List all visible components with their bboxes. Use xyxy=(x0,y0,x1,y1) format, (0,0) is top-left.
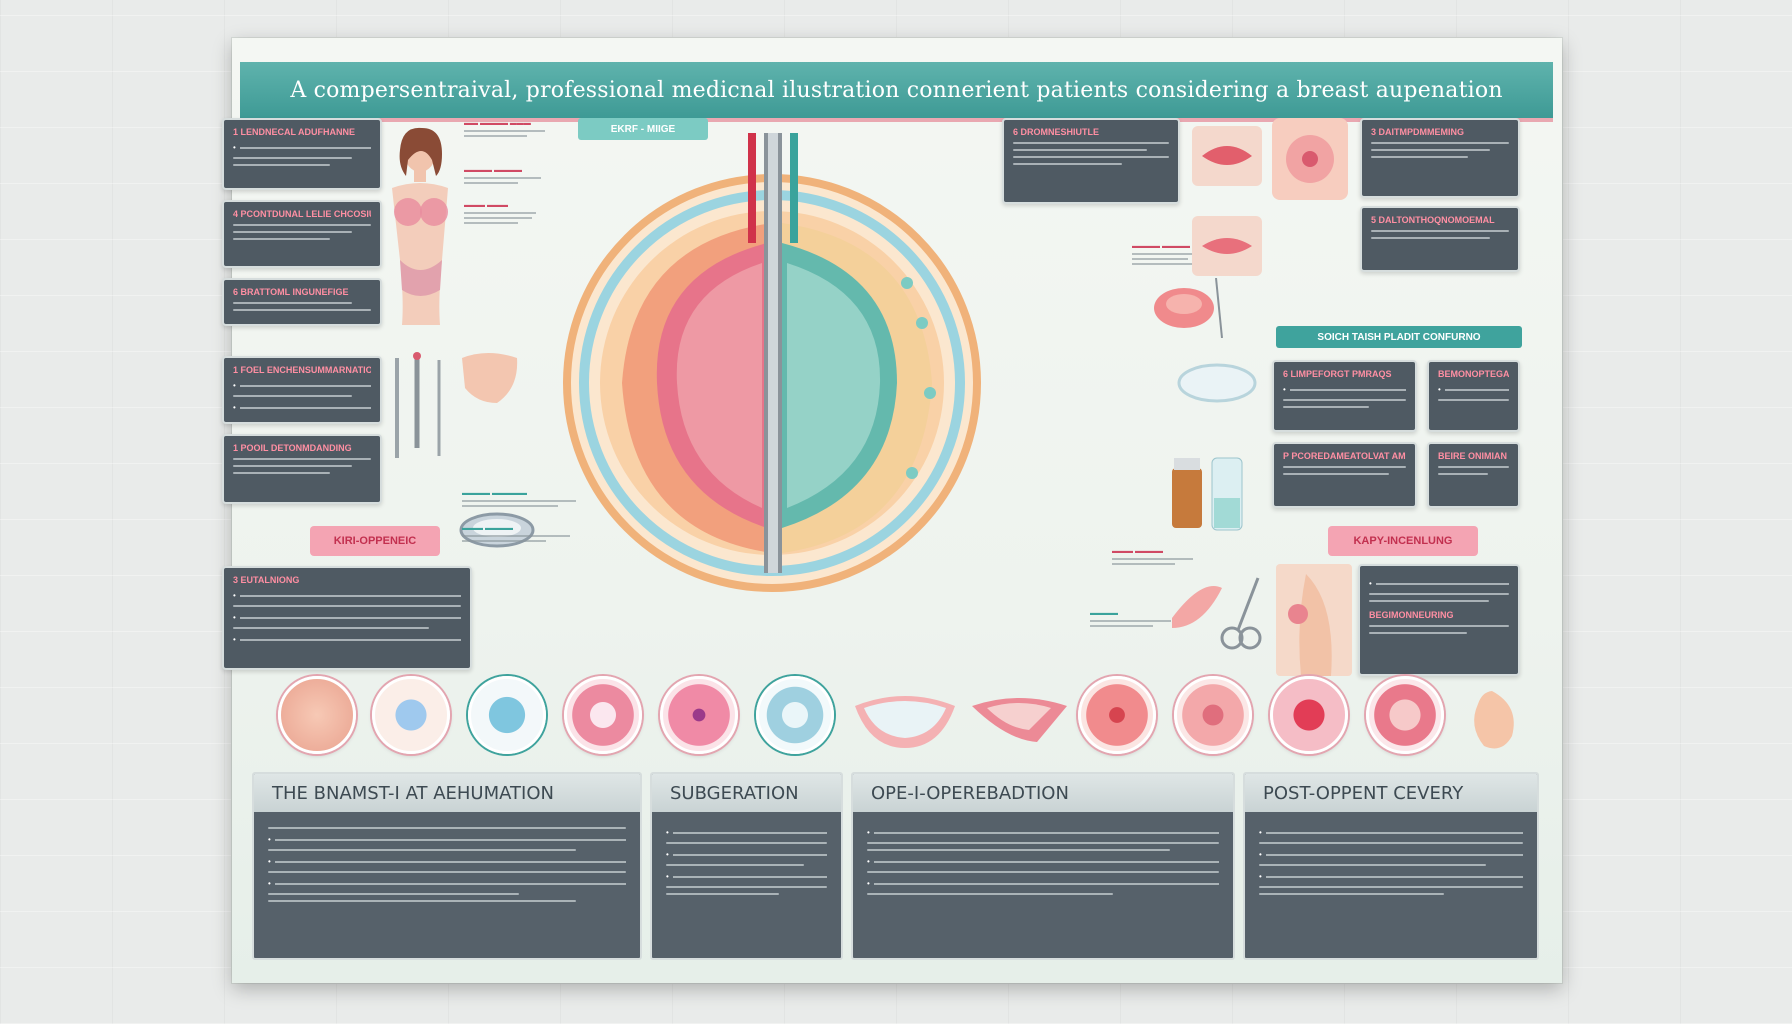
bottom-section-2: SUBGERATION xyxy=(650,772,843,960)
implant-profile-icon xyxy=(972,698,1067,742)
bottom-section-1: THE BNAMST-I AT AEHUMATION xyxy=(252,772,642,960)
right-grid-panel-1: 6 LIMPEFORGT PMRAQS xyxy=(1272,360,1417,432)
bottom-section-heading: OPE-I-OPEREBADTION xyxy=(853,774,1233,812)
ear-shaped-tissue-icon xyxy=(1474,691,1514,749)
eutalning-panel: 3 EUTALNIONG xyxy=(222,566,472,670)
right-bottom-heading: BEGIMONNEURING xyxy=(1369,610,1454,620)
left-panel-2: 4 PCONTDUNAL LELIE CHCOSIUSTE xyxy=(222,200,382,268)
right-grid-heading: BEMONOPTEGALA xyxy=(1438,369,1509,379)
left-panel-heading: 1 LENDNECAL ADUFHANNE xyxy=(233,127,356,137)
right-grid-panel-2: BEMONOPTEGALA xyxy=(1427,360,1520,432)
flower-cell-icon xyxy=(660,676,738,754)
right-top-heading: 3 DAITMPDMMEMING xyxy=(1371,127,1464,137)
bottom-section-heading: POST-OPPENT CEVERY xyxy=(1245,774,1537,812)
right-grid-heading: P PCOREDAMEATOLVAT AM xyxy=(1283,451,1406,461)
left-panel-5: 1 POOIL DETONMDANDING xyxy=(222,434,382,504)
right-top-heading: 5 DALTONTHOQNOMOEMAL xyxy=(1371,215,1495,225)
right-grid-heading: 6 LIMPEFORGT PMRAQS xyxy=(1283,369,1392,379)
lips-closeup-icon xyxy=(1192,216,1262,276)
tissue-red-circle-icon xyxy=(1078,676,1156,754)
cell-circle-icon xyxy=(564,676,642,754)
female-torso-illustration xyxy=(392,127,448,325)
tissue-circle-icon xyxy=(278,676,356,754)
torso-profile-icon xyxy=(1276,564,1352,676)
left-panel-3: 6 BRATTOML INGUNEFIGE xyxy=(222,278,382,326)
label-block-right-2: ▬▬▬ ▬▬▬▬ xyxy=(1112,548,1202,565)
implant-stack-icon xyxy=(468,676,546,754)
left-panel-heading: 6 BRATTOML INGUNEFIGE xyxy=(233,287,349,297)
lips-closeup-icon xyxy=(1192,126,1262,186)
implant-disc-icon xyxy=(459,512,535,548)
left-panel-heading: 1 POOIL DETONMDANDING xyxy=(233,443,352,453)
right-grid-heading: BEIRE ONIMIAN xyxy=(1438,451,1508,461)
tissue-sample-icon xyxy=(1154,278,1223,338)
right-top-panel-3: 5 DALTONTHOQNOMOEMAL xyxy=(1360,206,1520,272)
eutalning-heading: 3 EUTALNIONG xyxy=(233,575,300,585)
left-panel-heading: 4 PCONTDUNAL LELIE CHCOSIUSTE xyxy=(233,209,371,219)
center-label: EKRF - MIIGE xyxy=(578,118,708,140)
implant-top-icon xyxy=(756,676,834,754)
right-top-heading: 6 DROMNESHIUTLE xyxy=(1013,127,1100,137)
post-pill: KAPY-INCENLUNG xyxy=(1328,526,1478,556)
pre-op-pill: KIRI-OPPENEIC xyxy=(310,526,440,556)
label-block-right-1: ▬▬▬▬ ▬▬▬▬ xyxy=(1132,243,1212,265)
bottom-section-heading: SUBGERATION xyxy=(652,774,841,812)
forceps-tool-icon xyxy=(1172,577,1262,650)
label-block-right-3: ▬▬▬▬ xyxy=(1090,610,1180,627)
red-tissue-circle-icon xyxy=(1270,676,1348,754)
left-panel-heading: 1 FOEL ENCHENSUMMARNATION xyxy=(233,365,371,375)
label-block-left-2: ▬▬▬▬ ▬▬▬▬▬ ▬▬▬ ▬▬▬▬ xyxy=(462,490,582,542)
right-subtitle: SOICH TAISH PLADIT CONFURNO xyxy=(1276,326,1522,348)
bottom-section-heading: THE BNAMST-I AT AEHUMATION xyxy=(254,774,640,812)
label-block-left-1: ▬▬ ▬▬▬▬ ▬▬▬ ▬▬▬▬ ▬▬▬▬ ▬▬▬ ▬▬▬ xyxy=(464,120,554,224)
poster-title: A compersentraival, professional medicna… xyxy=(240,62,1553,122)
right-grid-panel-3: P PCOREDAMEATOLVAT AM xyxy=(1272,442,1417,508)
bottom-section-3: OPE-I-OPEREBADTION xyxy=(851,772,1235,960)
heart-implant-icon xyxy=(372,676,450,754)
left-panel-1: 1 LENDNECAL ADUFHANNE xyxy=(222,118,382,190)
implant-side-view-icon xyxy=(855,696,955,748)
implant-shell-icon xyxy=(1177,363,1257,403)
surgical-tools-icon xyxy=(395,352,441,458)
radial-tissue-icon xyxy=(1366,676,1444,754)
bottom-section-4: POST-OPPENT CEVERY xyxy=(1243,772,1539,960)
breast-closeup-icon xyxy=(1272,118,1348,200)
medication-vials-icon xyxy=(1172,457,1243,531)
right-grid-panel-4: BEIRE ONIMIAN xyxy=(1427,442,1520,508)
breast-cross-section-illustration xyxy=(563,133,981,592)
areola-circle-icon xyxy=(1174,676,1252,754)
left-panel-4: 1 FOEL ENCHENSUMMARNATION xyxy=(222,356,382,424)
right-bottom-panel: BEGIMONNEURING xyxy=(1358,564,1520,676)
right-top-panel-1: 6 DROMNESHIUTLE xyxy=(1002,118,1180,204)
right-top-panel-2: 3 DAITMPDMMEMING xyxy=(1360,118,1520,198)
tissue-icon xyxy=(462,353,518,403)
